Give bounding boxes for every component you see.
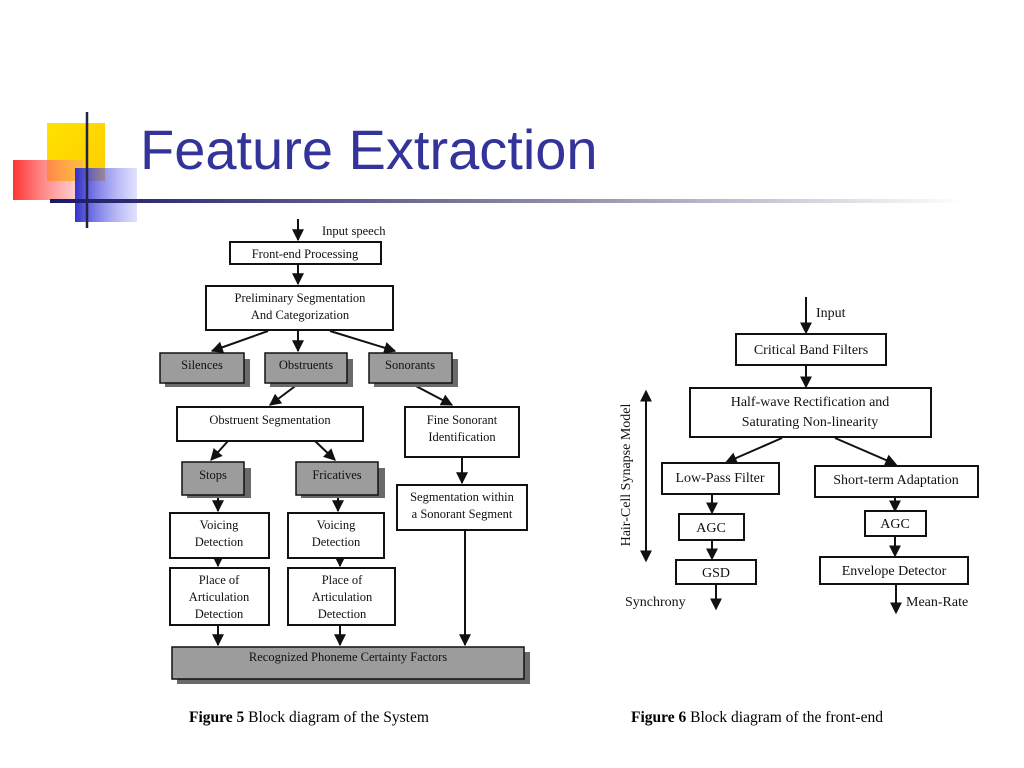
- node-fine-sonorant-identification: Fine Sonorant Identification: [404, 406, 520, 458]
- recognized-label: Recognized Phoneme Certainty Factors: [249, 650, 447, 664]
- shortterm-label: Short-term Adaptation: [833, 473, 959, 488]
- output-synchrony: Synchrony: [625, 595, 686, 610]
- edge-obstseg-stops: [210, 440, 229, 461]
- fricatives-label: Fricatives: [312, 468, 361, 482]
- critical-label: Critical Band Filters: [754, 343, 868, 358]
- node-fricatives: Fricatives: [295, 461, 385, 498]
- node-short-term-adaptation: Short-term Adaptation: [814, 465, 979, 498]
- lowpass-label: Low-Pass Filter: [675, 471, 764, 486]
- sonorants-label: Sonorants: [385, 358, 435, 372]
- decor-blue-square: [75, 168, 137, 222]
- prelim-line-2: And Categorization: [251, 308, 350, 322]
- edge-obstruents-obstseg: [269, 383, 299, 406]
- edge-prelim-silences: [210, 330, 269, 354]
- node-preliminary-segmentation: Preliminary Segmentation And Categorizat…: [205, 285, 394, 331]
- figure-5-caption: Figure 5 Block diagram of the System: [189, 709, 429, 727]
- node-place-articulation-right: Place of Articulation Detection: [287, 567, 396, 626]
- node-voicing-detection-left: Voicing Detection: [169, 512, 270, 559]
- silences-label: Silences: [181, 358, 223, 372]
- place-left-line-3: Detection: [195, 607, 244, 621]
- node-obstruents: Obstruents: [264, 352, 353, 387]
- gsd-label: GSD: [702, 566, 730, 581]
- node-obstruent-segmentation: Obstruent Segmentation: [176, 406, 364, 442]
- node-envelope-detector: Envelope Detector: [819, 556, 969, 585]
- edge-sonorants-fineson: [411, 383, 454, 406]
- title-underline: [50, 199, 965, 203]
- figure-5-edges: [210, 219, 471, 647]
- edge-prelim-sonorants: [329, 330, 397, 354]
- figure-6-caption: Figure 6 Block diagram of the front-end: [631, 709, 883, 727]
- node-voicing-detection-right: Voicing Detection: [287, 512, 385, 559]
- obstruent-seg-label: Obstruent Segmentation: [209, 413, 331, 427]
- place-left-line-2: Articulation: [189, 590, 250, 604]
- node-agc-right: AGC: [864, 510, 927, 537]
- seg-within-line-2: a Sonorant Segment: [412, 507, 513, 521]
- voicing-left-line-2: Detection: [195, 535, 244, 549]
- front-end-label: Front-end Processing: [252, 247, 359, 261]
- fine-son-line-2: Identification: [428, 430, 496, 444]
- node-front-end-processing: Front-end Processing: [229, 241, 382, 265]
- seg-within-line-1: Segmentation within: [410, 490, 515, 504]
- node-stops: Stops: [181, 461, 251, 498]
- figure-5-caption-text: Block diagram of the System: [244, 709, 429, 726]
- voicing-right-line-1: Voicing: [317, 518, 356, 532]
- figure-6-caption-label: Figure 6: [631, 709, 687, 726]
- agc-right-label: AGC: [880, 517, 910, 532]
- figure-6-edges: [640, 297, 902, 615]
- obstruents-label: Obstruents: [279, 358, 333, 372]
- agc-left-label: AGC: [696, 521, 726, 536]
- fine-son-line-1: Fine Sonorant: [427, 413, 498, 427]
- decor-red-square: [13, 160, 83, 200]
- place-left-line-1: Place of: [199, 573, 240, 587]
- stops-label: Stops: [199, 468, 227, 482]
- node-half-wave-rectification: Half-wave Rectification and Saturating N…: [689, 387, 932, 438]
- input-label: Input: [816, 306, 846, 321]
- place-right-line-1: Place of: [322, 573, 363, 587]
- node-gsd: GSD: [675, 559, 757, 585]
- figure-5-caption-label: Figure 5: [189, 709, 245, 726]
- node-low-pass-filter: Low-Pass Filter: [661, 462, 780, 495]
- edge-obstseg-fricatives: [314, 440, 336, 461]
- halfwave-line-2: Saturating Non-linearity: [742, 415, 878, 430]
- node-place-articulation-left: Place of Articulation Detection: [169, 567, 270, 626]
- node-agc-left: AGC: [678, 513, 745, 541]
- prelim-line-1: Preliminary Segmentation: [235, 291, 367, 305]
- voicing-left-line-1: Voicing: [200, 518, 239, 532]
- input-speech-label: Input speech: [322, 224, 386, 238]
- place-right-line-2: Articulation: [312, 590, 373, 604]
- slide-title: Feature Extraction: [140, 118, 598, 181]
- place-right-line-3: Detection: [318, 607, 367, 621]
- node-critical-band-filters: Critical Band Filters: [735, 333, 887, 366]
- hair-cell-side-label: Hair-Cell Synapse Model: [619, 403, 634, 546]
- figure-6-caption-text: Block diagram of the front-end: [686, 709, 883, 726]
- edge-halfwave-lowpass: [724, 437, 783, 464]
- node-segmentation-within-sonorant: Segmentation within a Sonorant Segment: [396, 484, 528, 531]
- node-sonorants: Sonorants: [368, 352, 458, 387]
- voicing-right-line-2: Detection: [312, 535, 361, 549]
- envelope-label: Envelope Detector: [842, 564, 947, 579]
- edge-halfwave-shortterm: [834, 437, 898, 466]
- halfwave-line-1: Half-wave Rectification and: [731, 395, 890, 410]
- node-recognized-phoneme: Recognized Phoneme Certainty Factors: [171, 646, 530, 684]
- output-mean-rate: Mean-Rate: [906, 595, 968, 610]
- node-silences: Silences: [159, 352, 250, 387]
